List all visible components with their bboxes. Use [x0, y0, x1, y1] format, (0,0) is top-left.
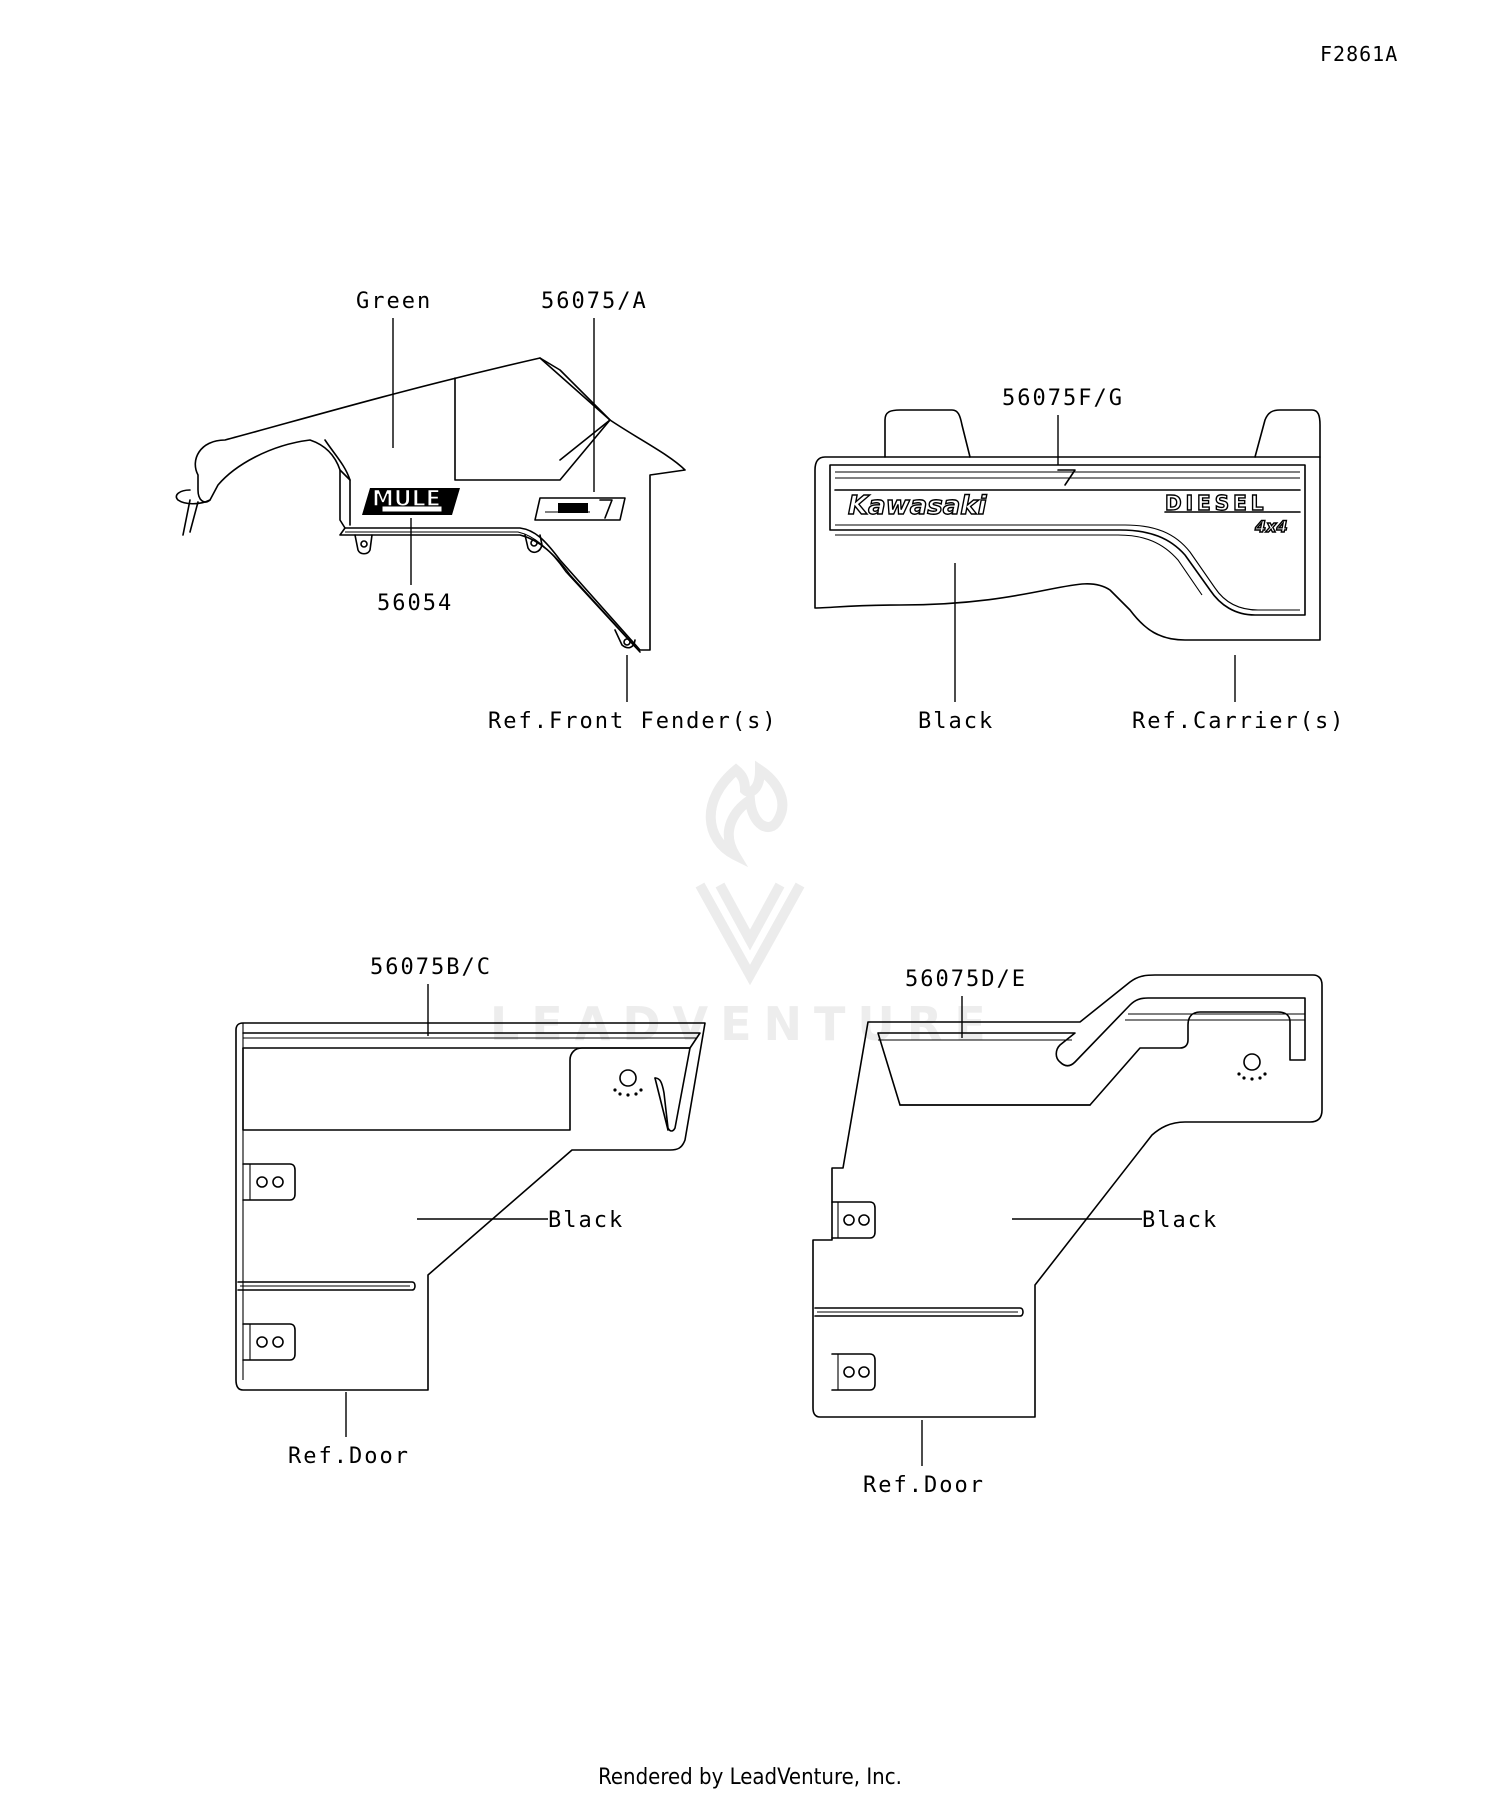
front-fender-drawing: MULE	[175, 357, 686, 653]
four-by-four-logo: 4x4	[1254, 517, 1288, 536]
leadventure-watermark: LEADVENTURE	[490, 760, 998, 1051]
label-black-door-left: Black	[548, 1208, 624, 1233]
label-56054: 56054	[377, 591, 453, 616]
model-decal	[534, 497, 626, 521]
left-door-drawing	[235, 1022, 706, 1391]
label-56075-a: 56075/A	[541, 289, 648, 314]
right-door-drawing	[812, 974, 1323, 1418]
mule-decal: MULE	[362, 486, 460, 515]
footer-credit: Rendered by LeadVenture, Inc.	[598, 1765, 902, 1790]
label-green: Green	[356, 289, 432, 314]
carrier-drawing: Kawasaki DIESEL 4x4	[814, 409, 1321, 641]
diagram-id: F2861A	[1320, 42, 1399, 66]
label-ref-carrier: Ref.Carrier(s)	[1132, 709, 1345, 734]
label-56075-fg: 56075F/G	[1002, 386, 1124, 411]
label-56075-de: 56075D/E	[905, 967, 1027, 992]
label-black-carrier: Black	[918, 709, 994, 734]
watermark-text: LEADVENTURE	[490, 997, 998, 1051]
label-ref-front-fender: Ref.Front Fender(s)	[488, 709, 778, 734]
label-black-door-right: Black	[1142, 1208, 1218, 1233]
label-56075-bc: 56075B/C	[370, 955, 492, 980]
label-ref-door-right: Ref.Door	[863, 1473, 985, 1498]
label-ref-door-left: Ref.Door	[288, 1444, 410, 1469]
kawasaki-logo: Kawasaki	[848, 491, 988, 521]
